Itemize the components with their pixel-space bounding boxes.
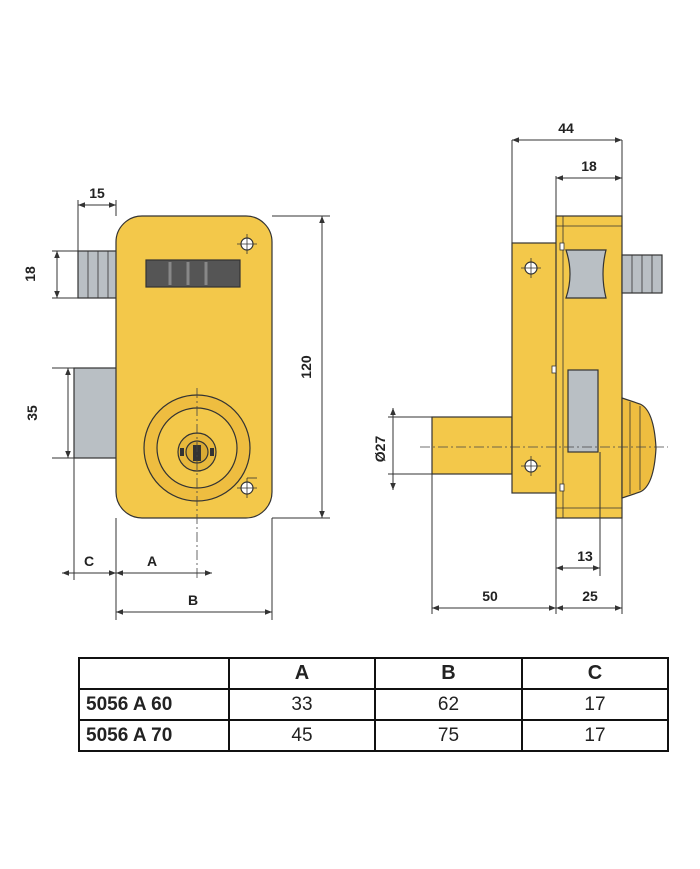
front-latch (73, 367, 119, 459)
screw-hole-top (237, 234, 257, 254)
dim-c: C (84, 553, 94, 569)
header-cell-c: C (521, 657, 669, 690)
dim-bolt-depth: 18 (581, 158, 597, 174)
header-cell-model (78, 657, 230, 690)
side-faceplate (511, 242, 559, 494)
front-view: 15 18 35 120 C A B (22, 185, 330, 620)
cell-c: 17 (521, 719, 669, 752)
table-header-row: A B C (78, 657, 669, 690)
header-cell-a: A (228, 657, 376, 690)
dim-case-height: 120 (298, 355, 314, 379)
side-latch-internal (565, 249, 607, 299)
dim-faceplate: 13 (577, 548, 593, 564)
cell-a: 33 (228, 688, 376, 721)
row-model: 5056 A 60 (78, 688, 230, 721)
side-screw-bottom (521, 456, 541, 476)
table-row: 5056 A 70 45 75 17 (78, 719, 669, 752)
side-view: 44 18 Ø27 13 50 25 (372, 120, 668, 614)
side-cylinder (431, 416, 513, 475)
side-rosette (621, 397, 657, 499)
side-screw-top (521, 258, 541, 278)
side-slot (567, 369, 599, 453)
row-model: 5056 A 70 (78, 719, 230, 752)
cell-b: 62 (374, 688, 523, 721)
screw-hole-bottom (237, 477, 257, 498)
dim-cylinder-length: 50 (482, 588, 498, 604)
spec-table: A B C 5056 A 60 33 62 17 5056 A 70 45 75… (78, 657, 669, 752)
dim-bolt-width: 15 (89, 185, 105, 201)
cell-b: 75 (374, 719, 523, 752)
cell-c: 17 (521, 688, 669, 721)
bolt-slot (145, 259, 241, 288)
header-cell-b: B (374, 657, 523, 690)
cell-a: 45 (228, 719, 376, 752)
dim-latch-height: 35 (24, 405, 40, 421)
dim-cylinder-diameter: Ø27 (372, 436, 388, 463)
dim-bolt-height: 18 (22, 266, 38, 282)
table-row: 5056 A 60 33 62 17 (78, 688, 669, 721)
dim-b: B (188, 592, 198, 608)
dim-total-depth: 44 (558, 120, 574, 136)
dim-rosette: 25 (582, 588, 598, 604)
dim-a: A (147, 553, 157, 569)
